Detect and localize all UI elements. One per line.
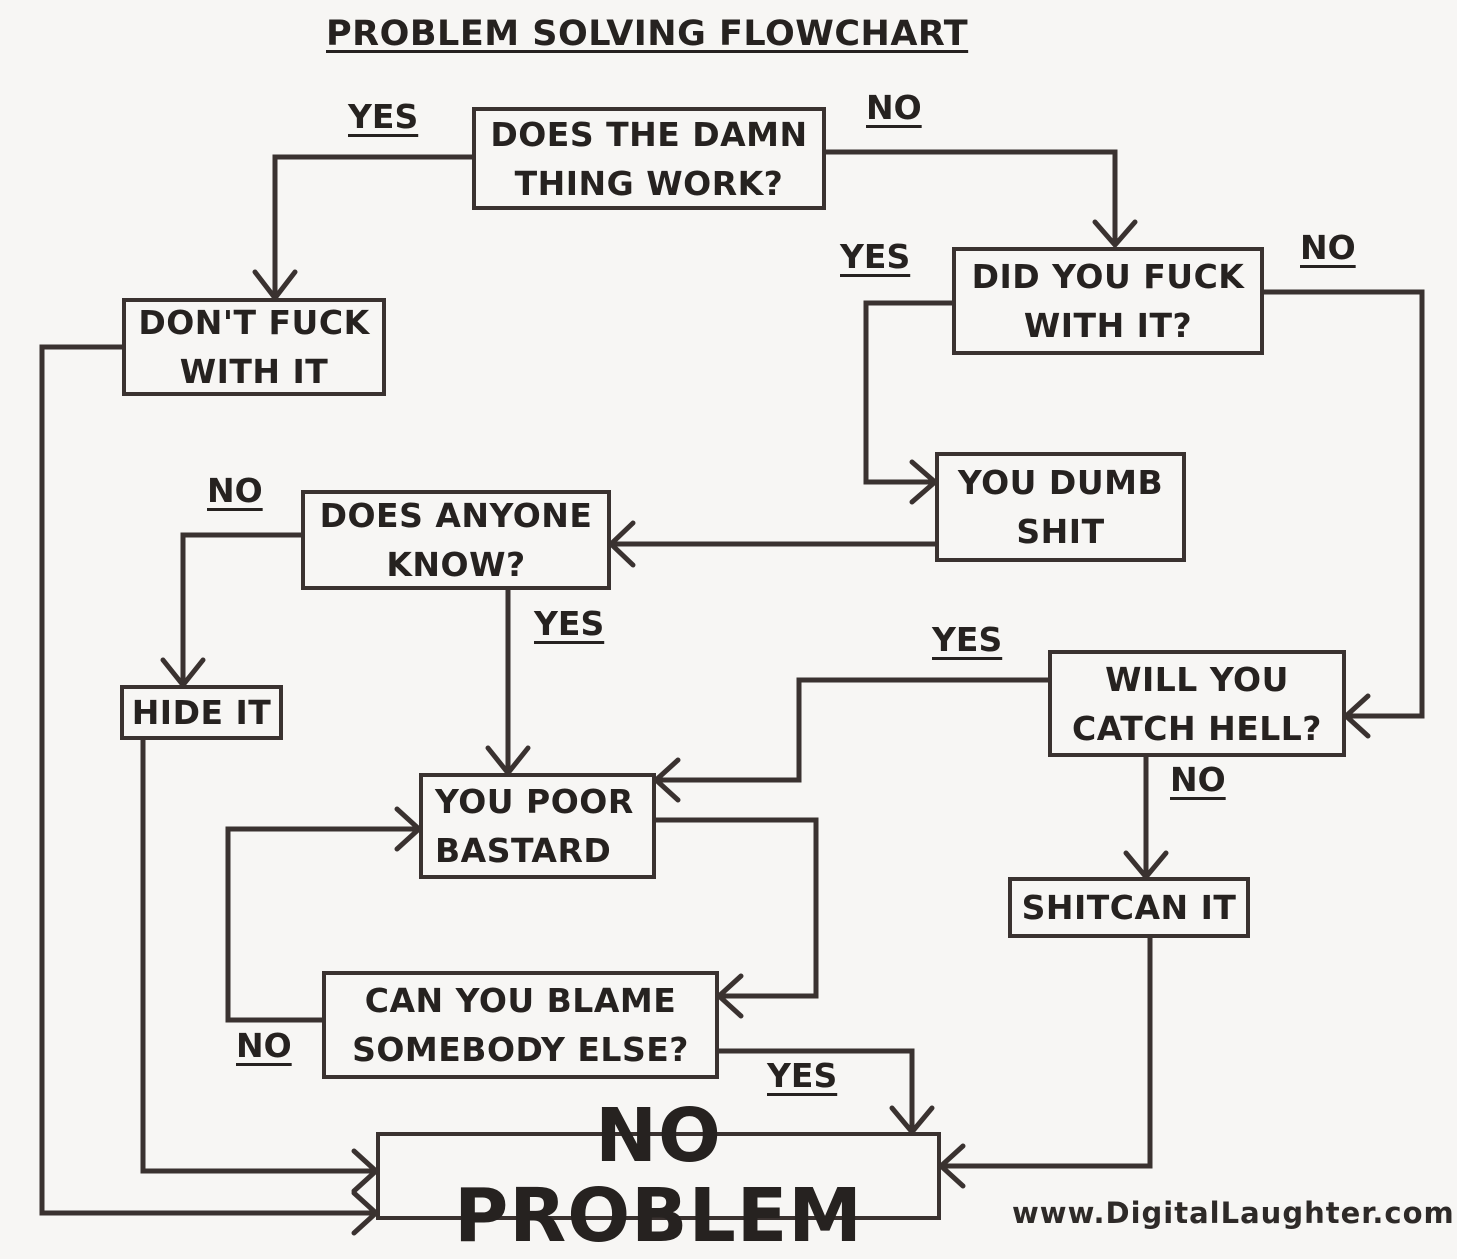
edge-dontfuck-to-noproblem: [39, 344, 376, 1216]
edge-hell-yes: [656, 677, 1048, 783]
arrowhead: [1342, 693, 1371, 739]
arrowhead: [607, 520, 636, 568]
edge-hide-to-noproblem: [140, 740, 376, 1174]
edge-fuck-no: [1264, 289, 1425, 719]
node-no-problem: NO PROBLEM: [376, 1096, 941, 1256]
edge-work-yes: [272, 154, 472, 298]
arrowhead: [715, 973, 744, 1019]
label-hell-yes: YES: [932, 620, 1003, 659]
node-you-poor-bastard: YOU POOR BASTARD: [419, 773, 656, 879]
edge-blame-no: [225, 826, 419, 1023]
node-shitcan-it: SHITCAN IT: [1008, 877, 1250, 938]
arrowhead: [937, 1143, 966, 1189]
label-blame-yes: YES: [767, 1056, 838, 1095]
node-will-you-catch-hell: WILL YOU CATCH HELL?: [1048, 650, 1346, 757]
node-does-anyone-know: DOES ANYONE KNOW?: [301, 490, 611, 590]
arrowhead: [1092, 219, 1138, 249]
label-fuck-no: NO: [1300, 228, 1356, 267]
node-did-you-fuck-with-it: DID YOU FUCK WITH IT?: [952, 247, 1264, 355]
chart-title: PROBLEM SOLVING FLOWCHART: [326, 14, 969, 54]
node-can-you-blame-somebody-else: CAN YOU BLAME SOMEBODY ELSE?: [322, 971, 719, 1079]
node-does-it-work: DOES THE DAMN THING WORK?: [472, 107, 826, 210]
node-dont-fuck-with-it: DON'T FUCK WITH IT: [122, 298, 386, 396]
edge-shitcan-to-noproblem: [941, 938, 1153, 1169]
label-work-no: NO: [866, 88, 922, 127]
arrowhead: [652, 757, 681, 803]
edge-fuck-yes: [863, 300, 952, 485]
edge-know-no: [180, 532, 301, 685]
label-work-yes: YES: [348, 97, 419, 136]
edge-bastard-to-blame: [656, 817, 819, 999]
label-know-yes: YES: [534, 604, 605, 643]
node-hide-it: HIDE IT: [120, 685, 283, 740]
node-you-dumb-shit: YOU DUMB SHIT: [935, 452, 1186, 562]
edge-work-no: [826, 149, 1118, 245]
label-hell-no: NO: [1170, 760, 1226, 799]
label-know-no: NO: [207, 471, 263, 510]
label-blame-no: NO: [236, 1026, 292, 1065]
label-fuck-yes: YES: [840, 237, 911, 276]
watermark-text: www.DigitalLaughter.com: [1012, 1196, 1455, 1230]
edge-blame-yes: [719, 1048, 915, 1132]
